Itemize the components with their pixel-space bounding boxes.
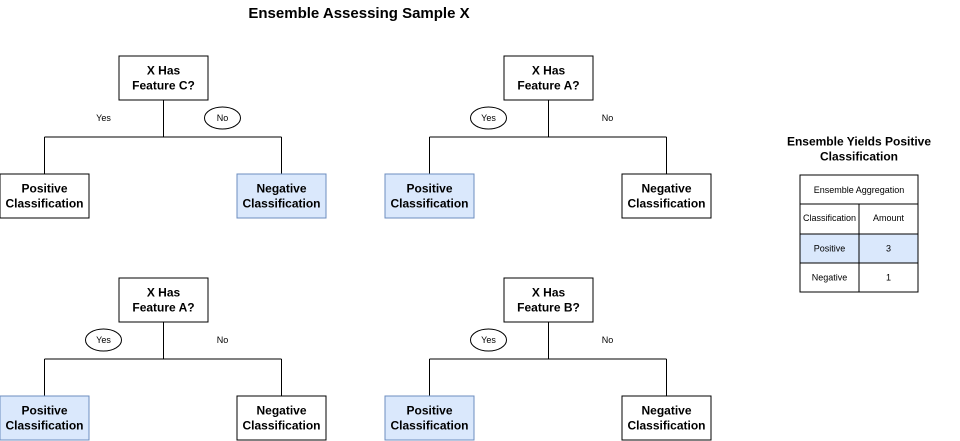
question-node (118, 55, 209, 101)
question-label-line: Feature C? (132, 79, 195, 93)
negative-leaf-label-line: Classification (627, 197, 705, 211)
table-title: Ensemble Aggregation (814, 185, 905, 195)
table-row-amount: 1 (886, 273, 891, 283)
yes-label: Yes (481, 335, 496, 345)
column-header: Classification (803, 213, 856, 223)
question-label-line: Feature A? (517, 79, 579, 93)
yes-label: Yes (96, 335, 111, 345)
question-label-line: X Has (532, 286, 566, 300)
question-node (503, 55, 594, 101)
question-label-line: X Has (147, 64, 181, 78)
question-label-line: Feature A? (132, 301, 194, 315)
positive-leaf-label-line: Classification (390, 197, 468, 211)
negative-leaf-label-line: Negative (256, 404, 306, 418)
table-row-label: Negative (812, 273, 848, 283)
result-heading-line: Classification (820, 150, 898, 164)
positive-leaf-label-line: Positive (406, 182, 452, 196)
positive-leaf-label-line: Classification (5, 197, 83, 211)
question-label-line: X Has (532, 64, 566, 78)
negative-leaf (236, 395, 327, 441)
yes-label: Yes (481, 113, 496, 123)
negative-leaf-label-line: Negative (641, 182, 691, 196)
negative-leaf-label-line: Negative (256, 182, 306, 196)
yes-label-circle (470, 328, 507, 352)
positive-leaf (384, 395, 475, 441)
positive-leaf (0, 173, 90, 219)
no-label: No (602, 113, 614, 123)
question-label-line: X Has (147, 286, 181, 300)
negative-leaf (236, 173, 327, 219)
table-row-amount: 3 (886, 244, 891, 254)
question-node (118, 277, 209, 323)
positive-leaf-label-line: Classification (390, 419, 468, 433)
question-label-line: Feature B? (517, 301, 580, 315)
diagram-title: Ensemble Assessing Sample X (248, 5, 469, 22)
yes-label: Yes (96, 113, 111, 123)
table-border (799, 174, 919, 293)
positive-leaf (384, 173, 475, 219)
no-label-circle (204, 106, 241, 130)
negative-leaf-label-line: Classification (242, 197, 320, 211)
no-label: No (602, 335, 614, 345)
positive-leaf-label-line: Positive (406, 404, 452, 418)
yes-label-circle (470, 106, 507, 130)
positive-leaf-label-line: Classification (5, 419, 83, 433)
result-heading-line: Ensemble Yields Positive (787, 135, 931, 149)
negative-leaf-label-line: Classification (627, 419, 705, 433)
negative-leaf (621, 395, 712, 441)
no-label: No (217, 335, 229, 345)
positive-leaf-label-line: Positive (21, 182, 67, 196)
negative-leaf-label-line: Classification (242, 419, 320, 433)
positive-leaf (0, 395, 90, 441)
yes-label-circle (85, 328, 122, 352)
no-label: No (217, 113, 229, 123)
negative-leaf (621, 173, 712, 219)
positive-leaf-label-line: Positive (21, 404, 67, 418)
column-header: Amount (873, 213, 905, 223)
table-row-label: Positive (814, 244, 846, 254)
negative-leaf-label-line: Negative (641, 404, 691, 418)
